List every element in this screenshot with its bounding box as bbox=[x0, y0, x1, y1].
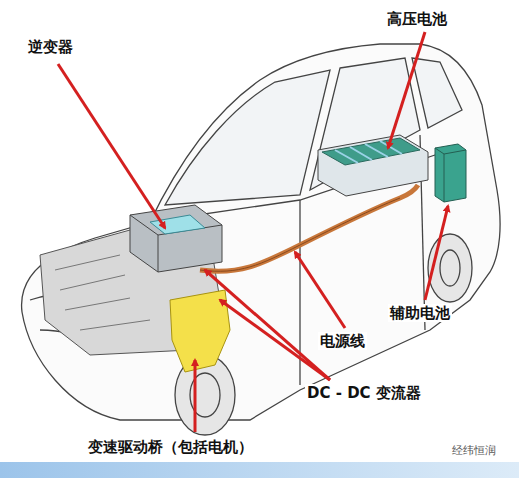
inverter bbox=[130, 205, 222, 272]
watermark: 经纬恒润 bbox=[452, 444, 496, 457]
leader-lines bbox=[58, 32, 448, 432]
car-body bbox=[22, 44, 501, 435]
part-label: 电源线 bbox=[318, 332, 367, 350]
power-cable bbox=[200, 185, 418, 271]
high-voltage-battery bbox=[318, 135, 428, 196]
part-label: 高压电池 bbox=[385, 10, 449, 28]
part-label: DC - DC 变流器 bbox=[305, 384, 423, 402]
part-label: 变速驱动桥（包括电机） bbox=[86, 438, 255, 456]
bottom-band bbox=[0, 462, 519, 478]
auxiliary-battery bbox=[435, 144, 466, 202]
part-label: 辅助电池 bbox=[388, 304, 452, 322]
part-label: 逆变器 bbox=[26, 38, 75, 56]
